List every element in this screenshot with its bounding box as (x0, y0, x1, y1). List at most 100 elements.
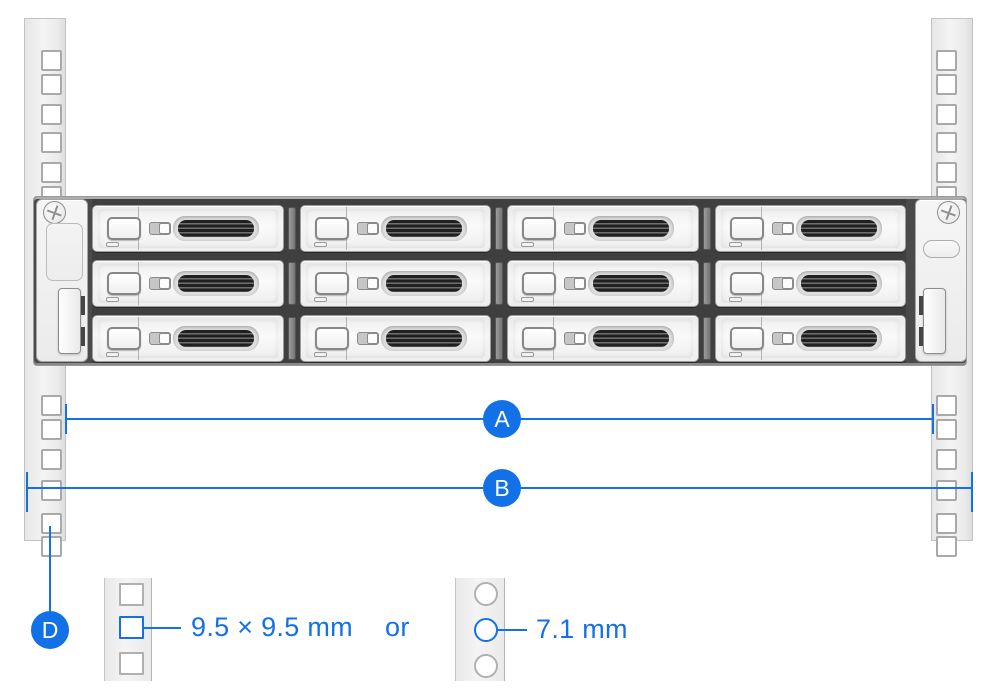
rail-hole (41, 536, 62, 557)
square-hole-leader-line (143, 627, 181, 629)
rail-hole (41, 513, 62, 534)
tray-vent-grille (588, 326, 674, 351)
callout-d-label: D (31, 611, 69, 649)
hinge-segment (495, 317, 503, 360)
lock-slider (781, 278, 793, 289)
drive-tray (507, 205, 699, 252)
lock-slider (574, 333, 585, 344)
lock-slider (574, 223, 585, 234)
rail-hole (41, 132, 62, 153)
tray-vent-grille (380, 326, 467, 351)
round-hole (474, 582, 498, 606)
round-hole (474, 654, 498, 678)
dimension-b-tick-right (971, 472, 973, 512)
rail-hole (41, 419, 62, 440)
drive-tray (299, 315, 491, 362)
grille-slots (800, 275, 877, 292)
rail-hole (936, 395, 957, 416)
grille-slots (800, 330, 877, 347)
drive-tray (507, 260, 699, 307)
lock-slider (366, 333, 378, 344)
ear-handle-left (58, 288, 85, 354)
ear-button-right (923, 240, 960, 258)
handle-grip-strip (919, 327, 923, 346)
tray-vent-grille (588, 216, 674, 241)
hinge-segment (702, 207, 711, 250)
rail-hole (936, 162, 957, 183)
hinge-segment (287, 207, 296, 250)
lock-slider (781, 333, 793, 344)
screw-icon (43, 201, 66, 224)
tray-lock-toggle (771, 222, 794, 235)
grille-slots (593, 275, 669, 292)
tray-led-indicator (728, 297, 742, 302)
drive-bay-column (92, 199, 284, 363)
lock-slider (159, 223, 170, 234)
tray-led-indicator (313, 297, 327, 302)
phillips-cross-icon (41, 199, 68, 226)
tray-led-indicator (106, 352, 119, 357)
tray-led-indicator (728, 242, 742, 247)
grille-slots (385, 275, 462, 292)
lock-slider (781, 223, 793, 234)
grille-slots (385, 330, 462, 347)
tray-vent-grille (795, 271, 882, 296)
drive-tray (714, 315, 906, 362)
callout-line-d (49, 526, 51, 612)
tray-latch-button (107, 217, 141, 240)
tray-led-indicator (106, 242, 119, 247)
rail-hole (41, 50, 62, 71)
tray-led-indicator (521, 297, 534, 302)
square-hole-highlighted (119, 616, 144, 639)
rack-ear-left (36, 199, 88, 362)
tray-vent-grille (795, 326, 882, 351)
rail-hole (936, 480, 957, 501)
round-hole-leader-line (497, 629, 527, 631)
dimension-b-label: B (483, 469, 521, 507)
grille-slots (178, 330, 254, 347)
rail-hole (41, 74, 62, 95)
tray-led-indicator (521, 242, 534, 247)
lock-slider (574, 278, 585, 289)
hinge-segment (495, 262, 503, 305)
tray-latch-button (729, 217, 764, 240)
lock-slider (366, 223, 378, 234)
tray-lock-toggle (356, 332, 379, 345)
tray-lock-toggle (771, 332, 794, 345)
handle-grip-strip (81, 327, 85, 346)
tray-vent-grille (380, 216, 467, 241)
tray-lock-toggle (149, 277, 171, 290)
tray-vent-grille (795, 216, 882, 241)
tray-vent-grille (173, 326, 259, 351)
rail-hole (936, 536, 957, 557)
nas-chassis (33, 196, 967, 366)
round-hole-rail-detail (455, 578, 505, 681)
tray-latch-button (314, 272, 349, 295)
tray-led-indicator (521, 352, 534, 357)
ear-panel-left (46, 223, 83, 281)
drive-bay-column (299, 199, 491, 363)
tray-vent-grille (588, 271, 674, 296)
lock-slider (159, 333, 170, 344)
tray-led-indicator (313, 242, 327, 247)
bay-divider-hinge (287, 199, 296, 363)
screw-icon (937, 201, 960, 224)
grille-slots (178, 275, 254, 292)
drive-bay-column (714, 199, 906, 363)
tray-lock-toggle (564, 222, 586, 235)
square-hole-size-label: 9.5 × 9.5 mm (191, 612, 353, 642)
tray-latch-button (522, 217, 556, 240)
drive-tray (714, 260, 906, 307)
or-label: or (385, 612, 410, 642)
tray-lock-toggle (564, 277, 586, 290)
handle-grip-strip (919, 296, 923, 315)
hinge-segment (287, 317, 296, 360)
round-hole-size-label: 7.1 mm (536, 614, 628, 644)
grille-slots (593, 220, 669, 237)
tray-vent-grille (380, 271, 467, 296)
tray-latch-button (729, 272, 764, 295)
tray-vent-grille (173, 216, 259, 241)
dimension-a-tick-left (65, 404, 67, 434)
hinge-segment (702, 262, 711, 305)
drive-tray (299, 205, 491, 252)
